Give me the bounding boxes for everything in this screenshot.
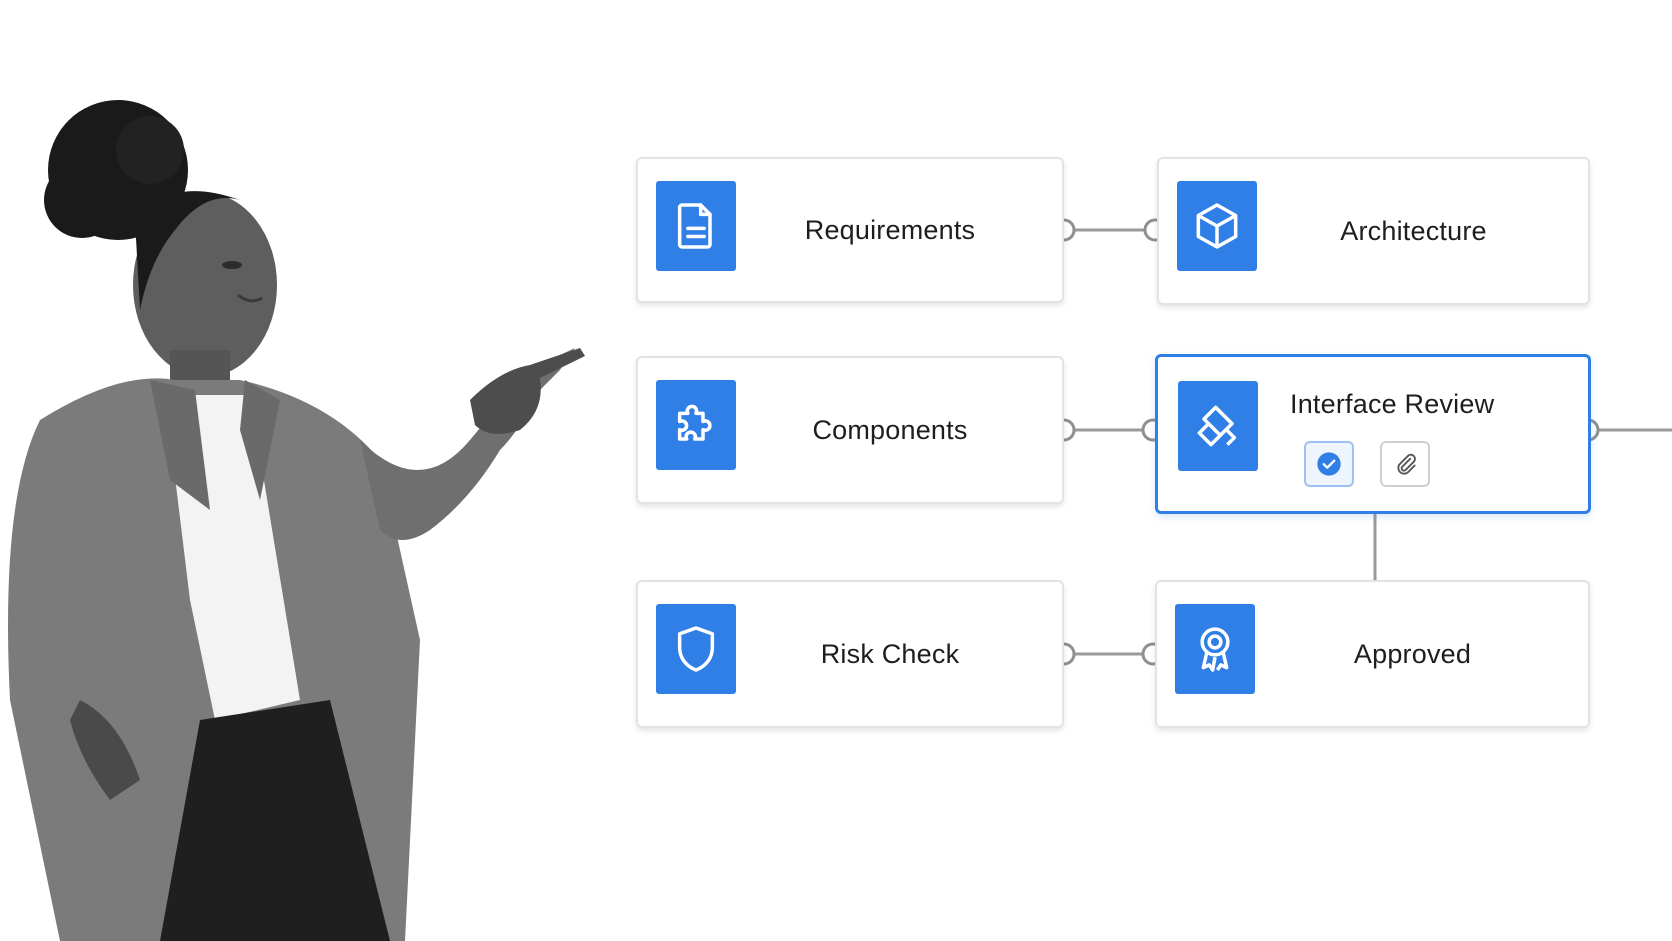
shield-icon <box>677 626 715 672</box>
node-label: Approved <box>1353 638 1472 669</box>
node-interface-review[interactable]: Interface Review <box>1155 354 1591 514</box>
node-architecture[interactable]: Architecture <box>1157 157 1590 305</box>
node-label: Architecture <box>1340 215 1487 246</box>
attachment-chip[interactable] <box>1380 441 1430 487</box>
node-requirements[interactable]: Requirements <box>636 157 1064 303</box>
paperclip-icon <box>1397 453 1416 475</box>
node-risk-check[interactable]: Risk Check <box>636 580 1064 728</box>
layers-icon <box>1197 405 1237 447</box>
node-icon-tile <box>1177 181 1257 271</box>
award-badge-icon <box>1200 627 1230 672</box>
node-icon-tile <box>656 181 736 271</box>
cube-icon <box>1196 203 1238 249</box>
node-label: Risk Check <box>820 638 960 669</box>
document-icon <box>677 203 712 249</box>
node-label: Interface Review <box>1290 389 1495 419</box>
approve-chip[interactable] <box>1304 441 1354 487</box>
puzzle-icon <box>677 404 712 441</box>
node-label: Requirements <box>804 214 976 245</box>
node-icon-tile <box>656 604 736 694</box>
checkmark-circle-icon <box>1317 452 1341 476</box>
node-components[interactable]: Components <box>636 356 1064 504</box>
node-icon-tile <box>1175 604 1255 694</box>
woman-pointing-illustration <box>8 100 585 941</box>
node-icon-tile <box>1178 381 1258 471</box>
node-icon-tile <box>656 380 736 470</box>
node-label: Components <box>812 414 968 445</box>
node-approved[interactable]: Approved <box>1155 580 1590 728</box>
